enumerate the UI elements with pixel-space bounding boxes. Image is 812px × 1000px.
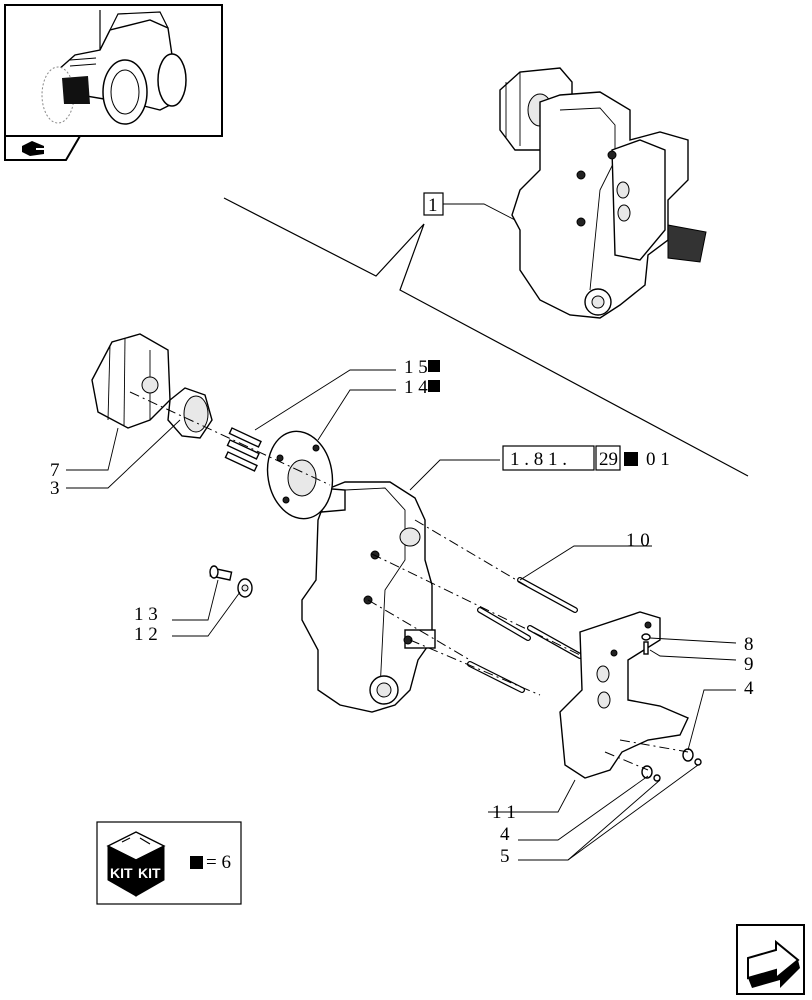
callout-12[interactable]: 1 2 xyxy=(134,624,158,645)
callout-8[interactable]: 8 xyxy=(744,634,754,655)
tractor-thumbnail[interactable] xyxy=(4,4,223,137)
section-tab[interactable] xyxy=(4,135,82,161)
kit-box-icon: KIT KIT xyxy=(106,831,166,897)
callout-7[interactable]: 7 xyxy=(50,460,60,481)
callout-1[interactable]: 1 xyxy=(423,192,444,216)
kit-marker-icon xyxy=(190,856,203,869)
gearbox-assembly-top xyxy=(499,67,707,319)
ring-part-3 xyxy=(167,387,213,439)
small-fasteners xyxy=(641,633,702,782)
nut-part-12 xyxy=(237,578,253,598)
kit-label-left: KIT xyxy=(110,865,133,881)
callout-5[interactable]: 5 xyxy=(500,846,510,867)
leader-lines xyxy=(66,203,737,861)
kit-marker-icon xyxy=(624,452,638,466)
reference-1-81-29-01[interactable]: 1 . 8 1 . 29 0 1 xyxy=(502,445,670,471)
callout-3[interactable]: 3 xyxy=(50,478,60,499)
bolts-part-15 xyxy=(224,427,262,472)
callout-10[interactable]: 1 0 xyxy=(626,530,650,551)
next-page-button[interactable] xyxy=(736,924,805,995)
callout-1-text: 1 xyxy=(428,195,438,216)
gearbox-housing xyxy=(301,481,436,713)
coupling-part-7 xyxy=(91,333,171,429)
reference-suffix: 0 1 xyxy=(646,449,670,470)
kit-marker-icon xyxy=(428,380,440,392)
long-bolts-part-10 xyxy=(467,577,583,693)
section-arrow-icon xyxy=(22,141,50,156)
kit-label-right: KIT xyxy=(138,865,161,881)
next-page-arrow-icon xyxy=(747,939,800,988)
callout-9[interactable]: 9 xyxy=(744,654,754,675)
tractor-icon xyxy=(41,10,187,125)
kit-marker-icon xyxy=(428,360,440,372)
kit-quantity-text: = 6 xyxy=(206,852,231,873)
callout-14[interactable]: 1 4 xyxy=(404,377,440,398)
reference-prefix: 1 . 8 1 . xyxy=(510,449,567,470)
callout-4-bottom[interactable]: 4 xyxy=(500,824,510,845)
callout-13[interactable]: 1 3 xyxy=(134,604,158,625)
reference-section: 29 xyxy=(599,449,618,470)
callout-11[interactable]: 1 1 xyxy=(492,802,516,823)
assembly-axes xyxy=(129,391,689,771)
screw-part-13 xyxy=(209,565,233,581)
kit-legend: KIT KIT = 6 xyxy=(96,821,242,905)
callout-4-right[interactable]: 4 xyxy=(744,678,754,699)
callout-15-text: 1 5 xyxy=(404,357,428,378)
section-break-line xyxy=(223,197,749,477)
flange-part-14 xyxy=(266,430,334,520)
bracket-part-11 xyxy=(559,611,689,779)
callout-14-text: 1 4 xyxy=(404,377,428,398)
callout-15[interactable]: 1 5 xyxy=(404,357,440,378)
